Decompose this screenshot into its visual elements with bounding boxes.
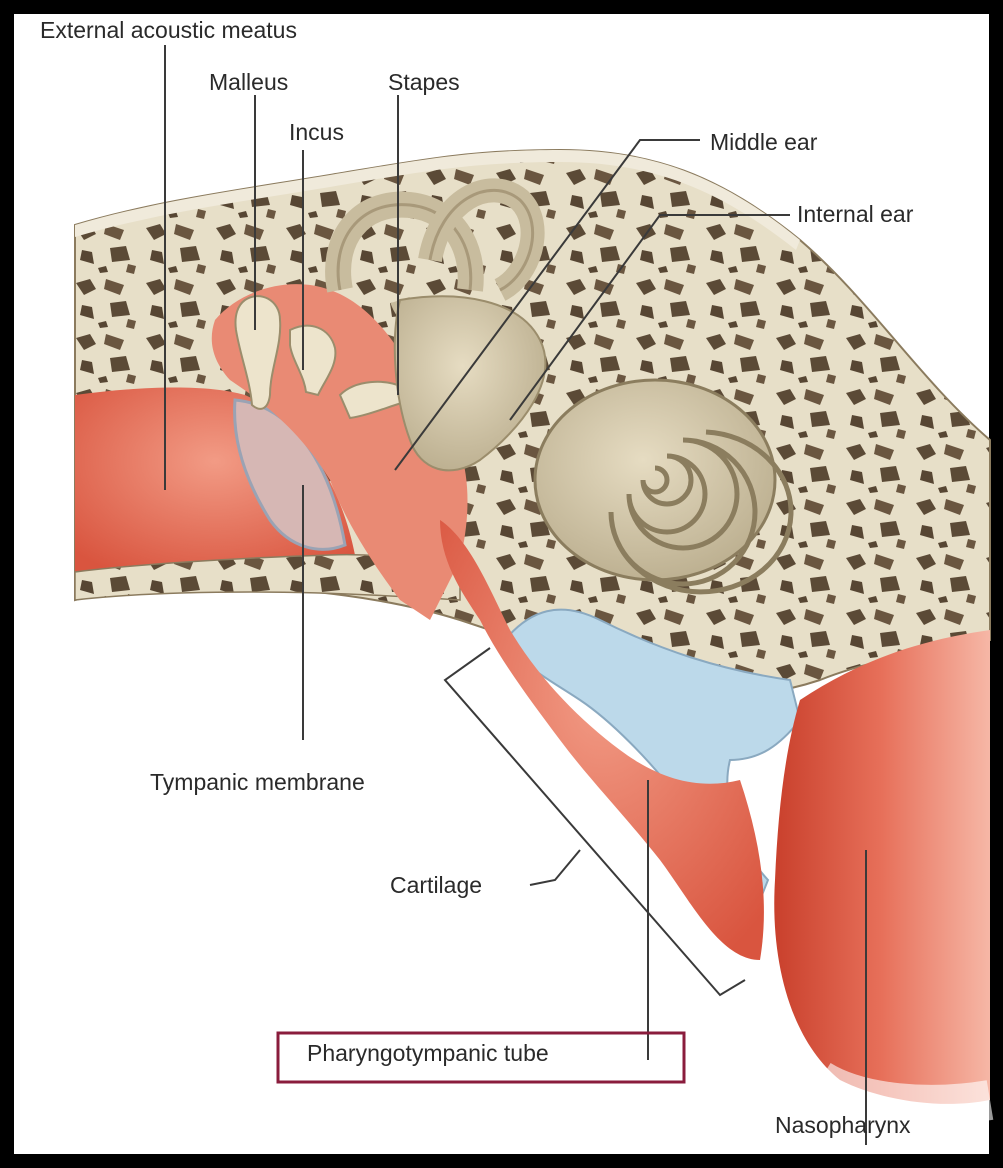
label-cartilage: Cartilage (390, 872, 482, 898)
label-internal-ear: Internal ear (797, 201, 914, 227)
label-incus: Incus (289, 119, 344, 145)
label-nasopharynx: Nasopharynx (775, 1112, 911, 1138)
label-middle-ear: Middle ear (710, 129, 818, 155)
label-stapes: Stapes (388, 69, 460, 95)
label-external-acoustic-meatus: External acoustic meatus (40, 17, 297, 43)
nasopharynx-shape (774, 630, 990, 1104)
label-pharyngotympanic-tube: Pharyngotympanic tube (307, 1040, 549, 1066)
label-malleus: Malleus (209, 69, 288, 95)
label-tympanic-membrane: Tympanic membrane (150, 769, 365, 795)
